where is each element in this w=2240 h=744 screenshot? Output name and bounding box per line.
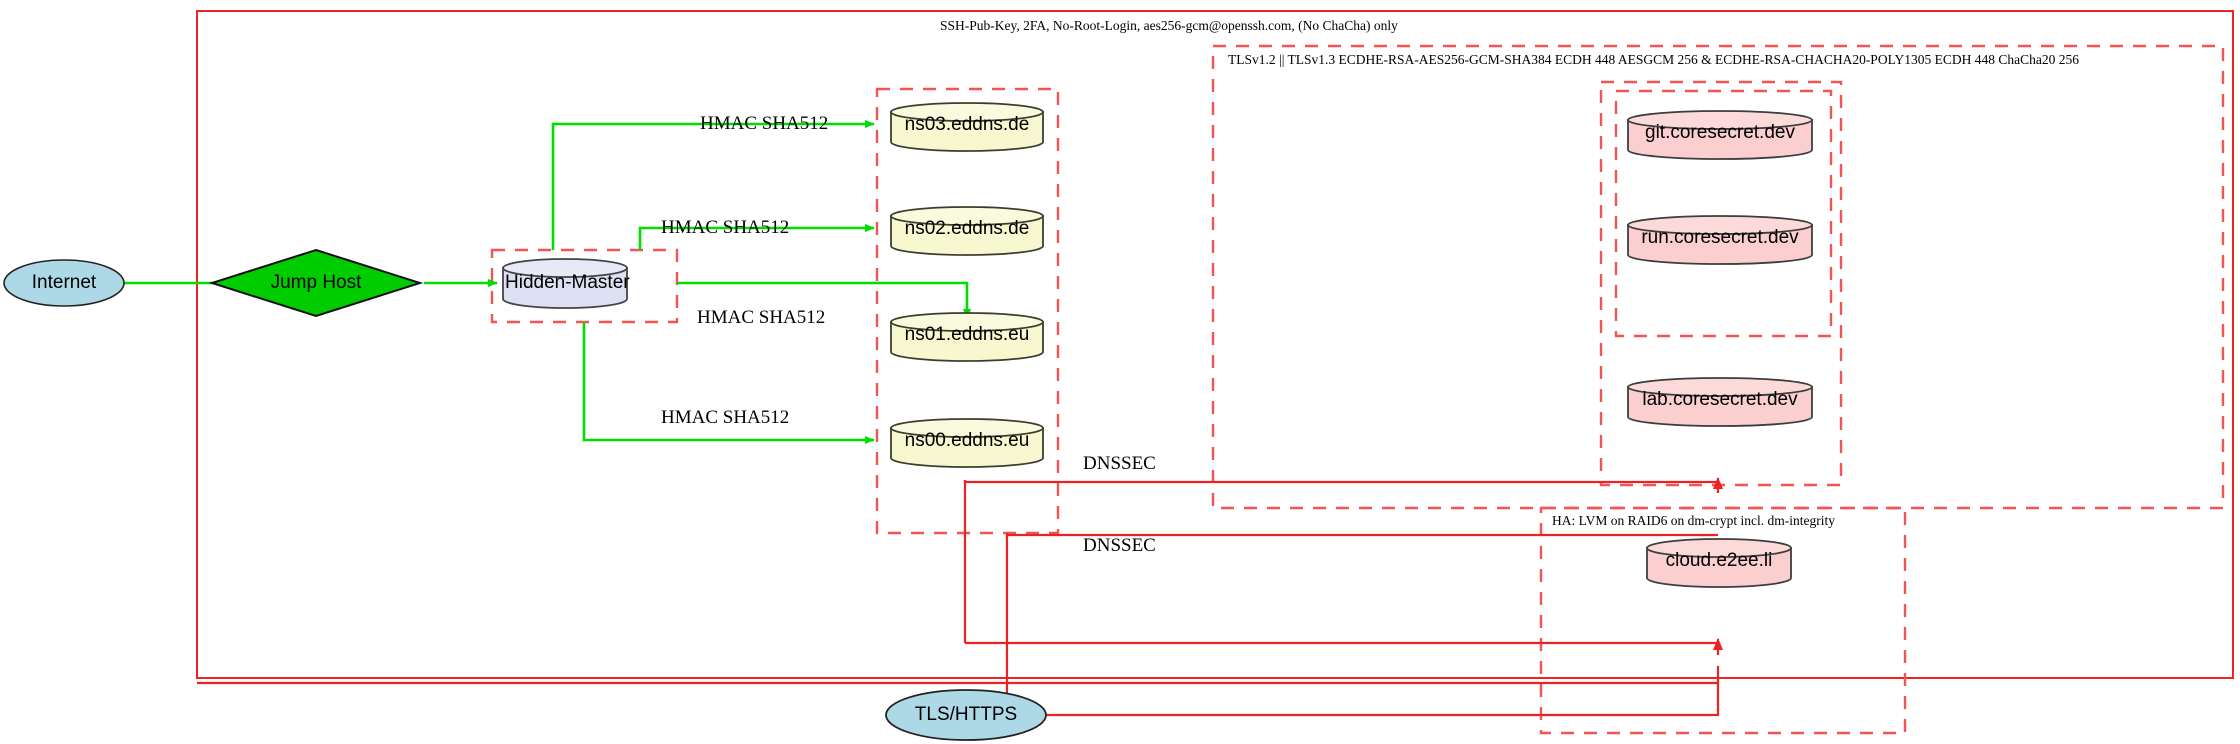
node-lab-coresecret[interactable] (1627, 377, 1813, 427)
edge-label-hmac-ns02: HMAC SHA512 (661, 217, 790, 238)
node-ns00[interactable] (890, 418, 1044, 468)
node-hidden-master[interactable] (502, 258, 628, 309)
edge-hiddenmaster-to-ns02 (638, 224, 875, 250)
node-git-coresecret[interactable] (1627, 110, 1813, 160)
edge-label-hmac-ns01: HMAC SHA512 (697, 307, 826, 328)
node-tls-https[interactable] (885, 689, 1047, 741)
node-ns03[interactable] (890, 102, 1044, 152)
node-ns01[interactable] (890, 312, 1044, 362)
edge-hiddenmaster-to-ns00 (582, 322, 875, 444)
ssh-zone-label: SSH-Pub-Key, 2FA, No-Root-Login, aes256-… (940, 18, 1398, 33)
dns-zone-boundary (875, 87, 1060, 535)
edge-label-hmac-ns00: HMAC SHA512 (661, 407, 790, 428)
node-internet[interactable] (3, 259, 125, 307)
node-ns02[interactable] (890, 206, 1044, 256)
edge-label-hmac-ns03: HMAC SHA512 (700, 113, 829, 134)
tls-zone-label: TLSv1.2 || TLSv1.3 ECDHE-RSA-AES256-GCM-… (1228, 52, 2079, 67)
ha-zone-boundary (1539, 506, 1907, 735)
edge-hiddenmaster-to-ns01 (677, 281, 971, 319)
ssh-zone-boundary (196, 10, 2234, 679)
edge-label-dnssec-upper: DNSSEC (1083, 453, 1156, 474)
ha-zone-label: HA: LVM on RAID6 on dm-crypt incl. dm-in… (1552, 513, 1835, 528)
node-cloud-e2ee[interactable] (1646, 538, 1792, 588)
edge-hiddenmaster-to-ns03 (551, 120, 875, 250)
node-jump-host[interactable] (208, 248, 424, 318)
edge-label-dnssec-lower: DNSSEC (1083, 535, 1156, 556)
node-run-coresecret[interactable] (1627, 215, 1813, 265)
edge-tls-https-to-services (1046, 683, 1720, 717)
